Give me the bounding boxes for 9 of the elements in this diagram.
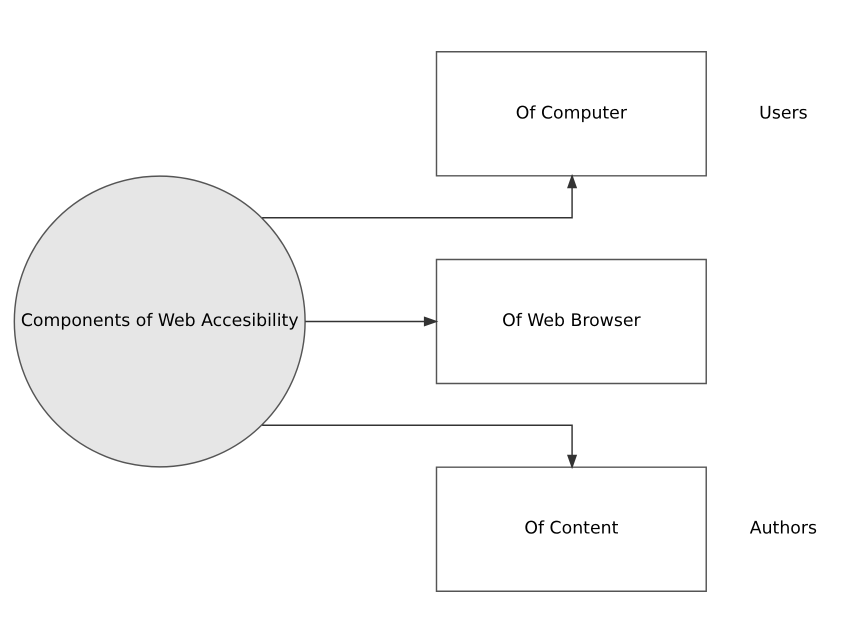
node-box: Of Computer — [436, 51, 707, 177]
arrow — [262, 174, 578, 218]
arrow — [305, 316, 438, 327]
node-box: Of Web Browser — [436, 258, 707, 384]
node-label: Users — [759, 103, 808, 124]
node-circle: Components of Web Accesibility — [14, 175, 306, 468]
node-box: Of Content — [436, 466, 707, 592]
node-label: Authors — [750, 518, 818, 539]
arrow — [262, 424, 578, 470]
